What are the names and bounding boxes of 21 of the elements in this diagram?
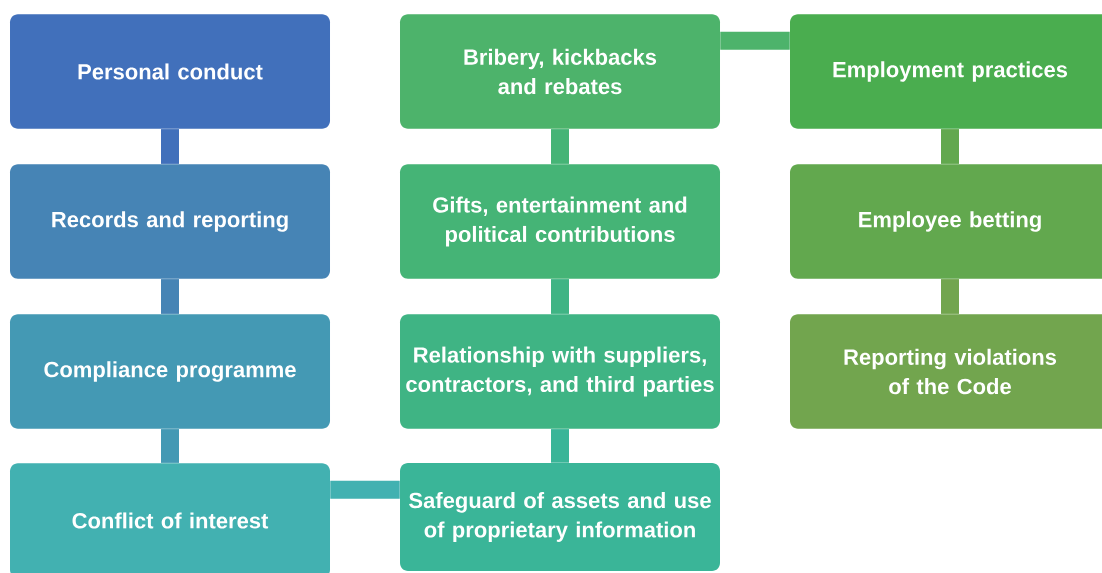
connector-bar [720, 31, 790, 50]
topic-box: Compliance programme [10, 314, 330, 429]
connector-bar [161, 129, 179, 164]
connector-bar [161, 279, 179, 314]
topic-box: Bribery, kickbacks and rebates [400, 14, 720, 129]
connector-bar [941, 129, 959, 164]
topic-box: Safeguard of assets and use of proprietary information [400, 463, 720, 571]
topic-box: Personal conduct [10, 14, 330, 129]
topic-box: Gifts, entertainment and political contributions [400, 164, 720, 279]
topic-box: Records and reporting [10, 164, 330, 279]
topic-box: Relationship with suppliers, contractors, and third parties [400, 314, 720, 429]
connector-bar [551, 129, 569, 164]
topic-box: Employment practices [790, 14, 1102, 129]
topic-box: Conflict of interest [10, 463, 330, 573]
connector-bar [161, 429, 179, 463]
connector-bar [941, 279, 959, 314]
topic-box: Reporting violations of the Code [790, 314, 1102, 429]
connector-bar [330, 480, 400, 499]
connector-bar [551, 429, 569, 463]
topic-box: Employee betting [790, 164, 1102, 279]
connector-bar [551, 279, 569, 314]
